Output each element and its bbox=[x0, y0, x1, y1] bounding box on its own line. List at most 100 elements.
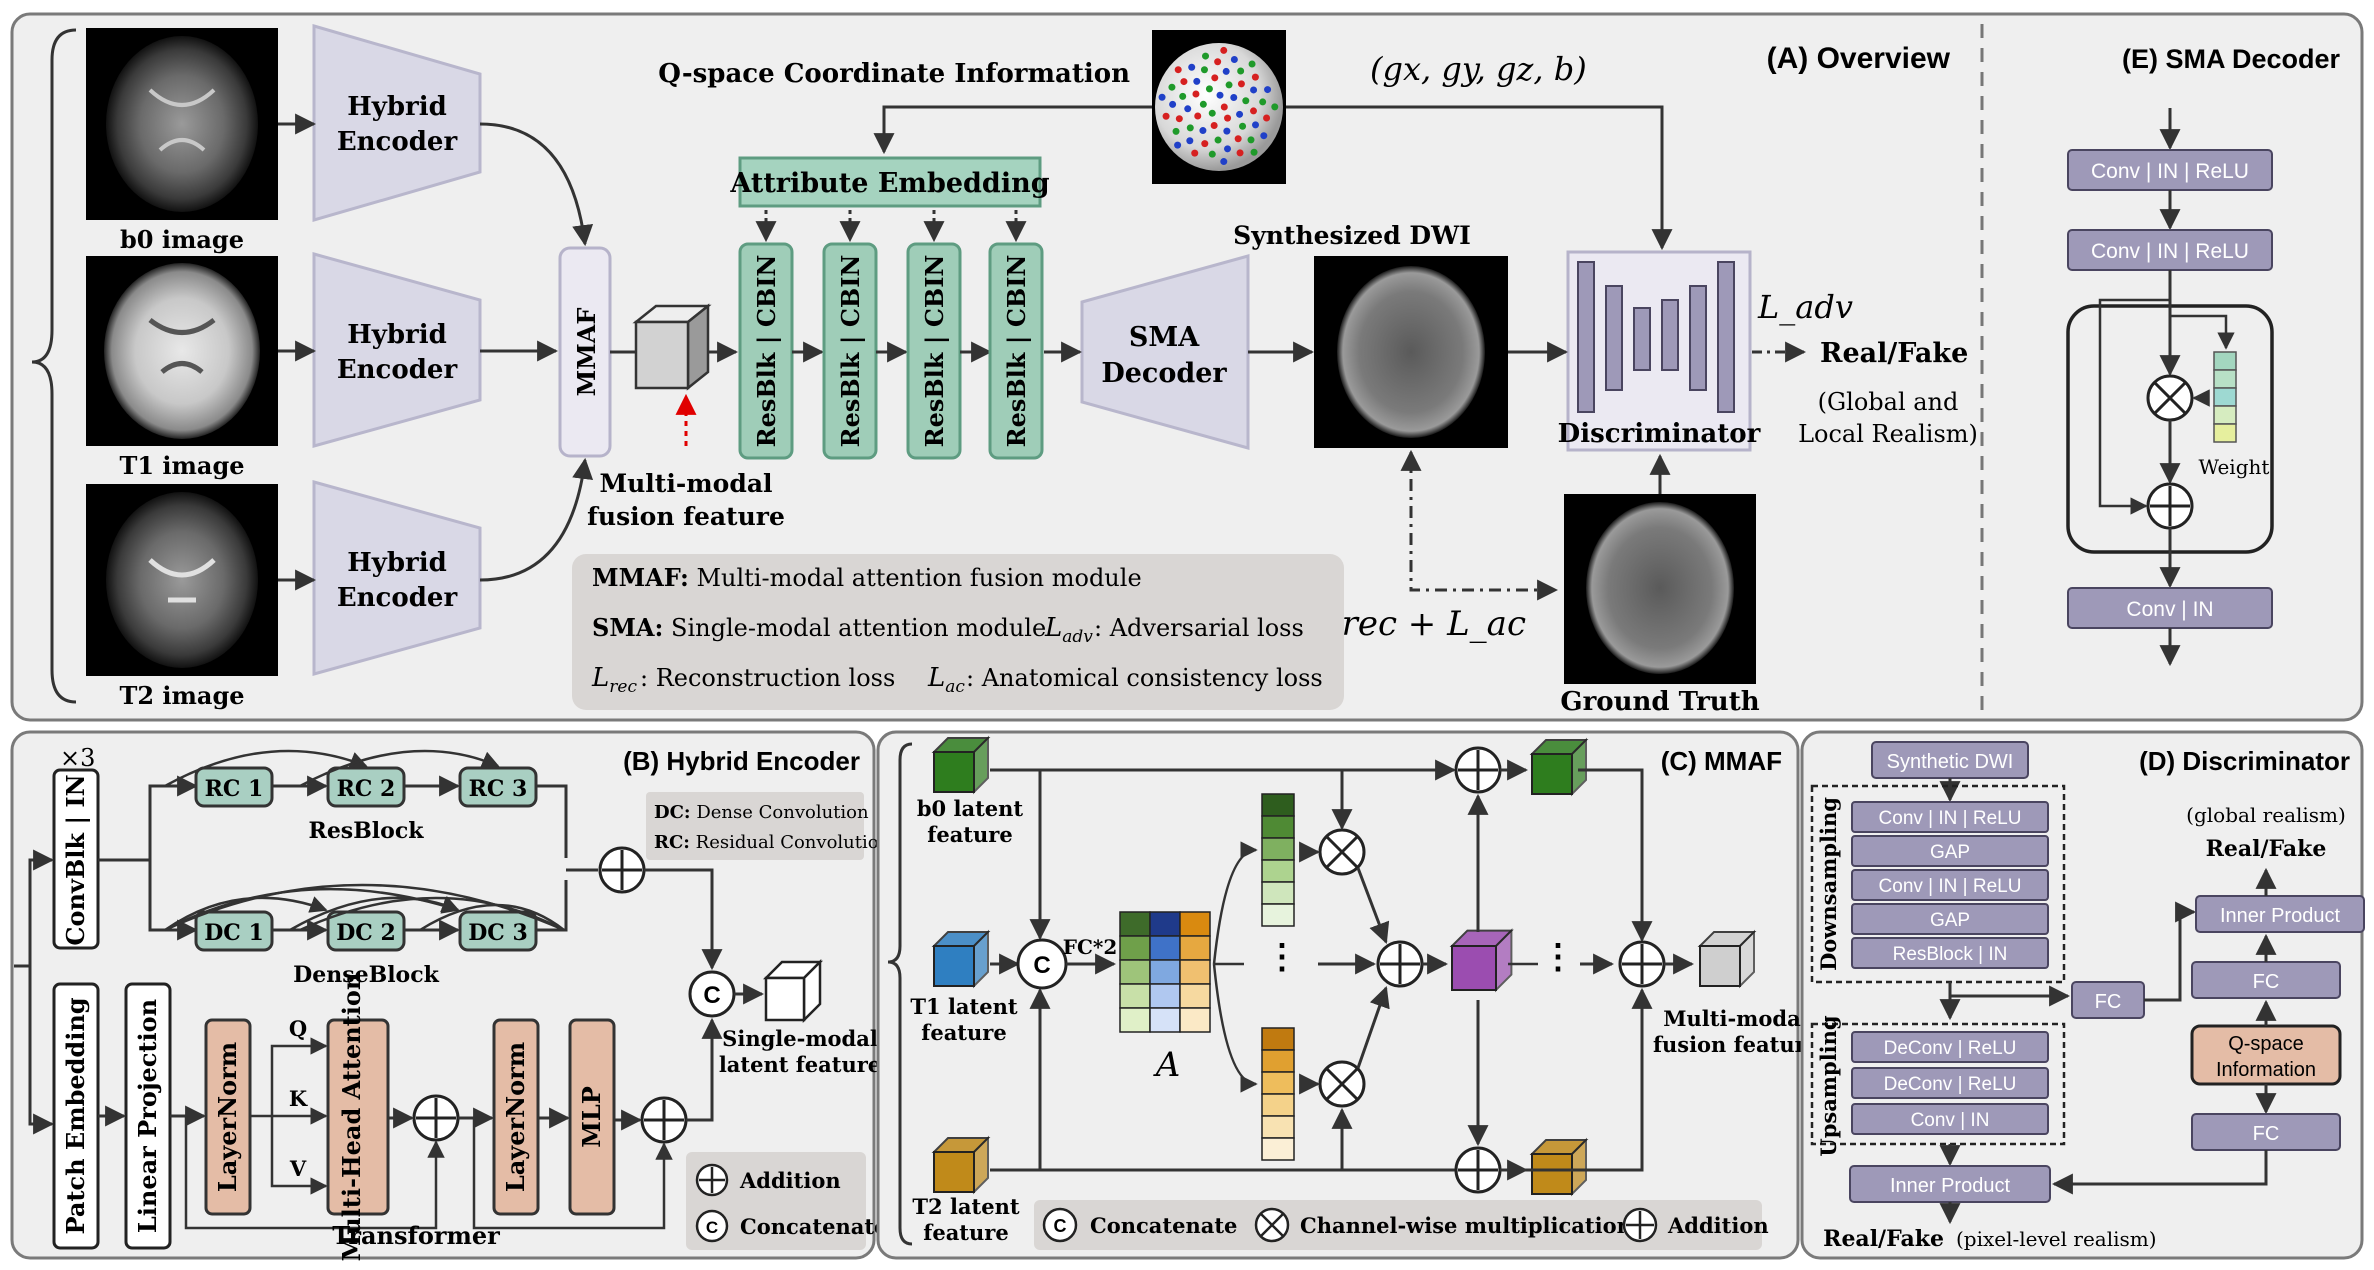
qspace-dot bbox=[1175, 115, 1183, 123]
attention-matrix-symbol: A bbox=[1153, 1045, 1181, 1085]
svg-text:DeConv | ReLU: DeConv | ReLU bbox=[1884, 1038, 2017, 1059]
qspace-dot bbox=[1230, 94, 1238, 102]
b-arrow-denseblock bbox=[148, 860, 199, 941]
svg-text:Conv | IN | ReLU: Conv | IN | ReLU bbox=[1879, 876, 2022, 897]
b-legend-addition: Addition bbox=[739, 1168, 841, 1193]
c-legend-addition: Addition bbox=[1667, 1213, 1769, 1238]
c-legend-concatenate: Concatenate bbox=[1090, 1213, 1237, 1238]
qspace-dot bbox=[1271, 103, 1279, 111]
arrow-enc-b0-mmaf bbox=[479, 122, 594, 247]
svg-text:RC 1: RC 1 bbox=[205, 776, 264, 802]
qspace-dot bbox=[1186, 137, 1194, 145]
c-concat-op: C bbox=[1016, 938, 1068, 990]
qspace-dot bbox=[1251, 73, 1259, 81]
svg-text:FC: FC bbox=[2253, 971, 2280, 993]
gold-weight-cell bbox=[1261, 1071, 1295, 1095]
discriminator-label: Discriminator bbox=[1558, 419, 1761, 449]
svg-text:C: C bbox=[1054, 1216, 1067, 1236]
sma-decoder-block: SMA Decoder bbox=[1080, 254, 1250, 450]
svg-text:Inner Product: Inner Product bbox=[1890, 1175, 2011, 1197]
d-down-block-1: Conv | IN | ReLU bbox=[1851, 801, 2049, 833]
synth-dwi-label: Synthesized DWI bbox=[1233, 221, 1471, 250]
sma-weight-bar bbox=[2213, 351, 2237, 443]
resblk-cbin-4: ResBlk | CBIN bbox=[988, 210, 1044, 460]
b0-latent-cube bbox=[931, 735, 991, 795]
input-brace bbox=[31, 28, 77, 704]
mmaf-panel bbox=[876, 730, 1800, 1260]
t1-image-label: T1 image bbox=[119, 451, 244, 480]
svg-text:DC 3: DC 3 bbox=[468, 920, 528, 946]
attribute-embedding-label: Attribute Embedding bbox=[729, 168, 1049, 199]
mmaf-title: (C) MMAF bbox=[1661, 746, 1782, 776]
arrow-loss bbox=[1400, 449, 1559, 601]
d-fc-to-inner bbox=[2144, 901, 2197, 1002]
t2-image-label: T2 image bbox=[119, 681, 244, 710]
v-arrow bbox=[270, 1116, 328, 1195]
qspace-dot bbox=[1249, 107, 1257, 115]
single-modal-label-1: Single-modal bbox=[722, 1026, 878, 1051]
qspace-dot bbox=[1239, 122, 1247, 130]
t1-latent-cube bbox=[931, 929, 991, 989]
fusion-label-1: Multi-modal bbox=[599, 469, 772, 498]
svg-text:ResBlk | CBIN: ResBlk | CBIN bbox=[836, 255, 865, 448]
t1-latent-label-2: feature bbox=[921, 1020, 1006, 1045]
d-global-realism: (global realism) bbox=[2186, 803, 2346, 827]
rc-skip-2 bbox=[299, 749, 500, 788]
t2-latent-label-1: T2 latent bbox=[912, 1194, 1019, 1219]
d-down-block-5: ResBlock | IN bbox=[1851, 937, 2049, 969]
single-modal-label-2: latent feature bbox=[719, 1052, 881, 1077]
b0-image-label: b0 image bbox=[120, 225, 244, 254]
c-mult-op-top bbox=[1318, 828, 1366, 876]
qspace-dot bbox=[1162, 112, 1170, 120]
qspace-sphere bbox=[1152, 30, 1286, 184]
d-up-block-1: DeConv | ReLU bbox=[1851, 1031, 2049, 1063]
t1-latent-label-1: T1 latent bbox=[910, 994, 1017, 1019]
gold-weight-cell bbox=[1261, 1093, 1295, 1117]
c-output-label-2: fusion feature bbox=[1653, 1032, 1819, 1057]
green-weight-cell bbox=[1261, 903, 1295, 927]
green-weight-cell bbox=[1261, 859, 1295, 883]
arrow-enc-t2-mmaf bbox=[479, 457, 594, 582]
mlp-label: MLP bbox=[577, 1086, 606, 1148]
mmaf-label: MMAF bbox=[572, 308, 601, 397]
svg-text:Hybrid: Hybrid bbox=[347, 92, 447, 122]
qspace-dot bbox=[1220, 103, 1228, 111]
qspace-dot bbox=[1168, 83, 1176, 91]
downsampling-group bbox=[1810, 784, 2066, 984]
sma-skip-arrow bbox=[2098, 298, 2170, 515]
transformer-skip-1 bbox=[184, 1116, 445, 1230]
b-arrow-resblock bbox=[98, 775, 199, 862]
svg-text:Conv | IN | ReLU: Conv | IN | ReLU bbox=[1879, 808, 2022, 829]
svg-text:Decoder: Decoder bbox=[1101, 358, 1227, 389]
legend-adv-desc: : Adversarial loss bbox=[1094, 614, 1304, 642]
c-legend-mult-icon bbox=[1254, 1207, 1290, 1243]
transformer-skip-2 bbox=[472, 1118, 673, 1230]
hybrid-encoder-t1: Hybrid Encoder bbox=[312, 252, 482, 448]
svg-text:Encoder: Encoder bbox=[337, 355, 458, 385]
resblk-cbin-1: ResBlk | CBIN bbox=[738, 210, 825, 460]
qspace-dot bbox=[1174, 66, 1182, 74]
svg-text:GAP: GAP bbox=[1930, 910, 1970, 931]
hybrid-encoder-b0: Hybrid Encoder bbox=[312, 24, 482, 222]
fusion-label-2: fusion feature bbox=[587, 502, 785, 531]
realism-line-1: (Global and bbox=[1818, 388, 1959, 416]
c-mult-op-bottom bbox=[1318, 1060, 1366, 1108]
legend-addition-icon bbox=[695, 1163, 729, 1197]
qspace-dot bbox=[1264, 86, 1272, 94]
green-weight-cell bbox=[1261, 881, 1295, 905]
qspace-dot bbox=[1252, 121, 1260, 129]
green-weight-cell bbox=[1261, 815, 1295, 839]
qspace-dot bbox=[1199, 100, 1207, 108]
qspace-dot bbox=[1237, 67, 1245, 75]
gold-weight-cell bbox=[1261, 1049, 1295, 1073]
d-real-fake-top: Real/Fake bbox=[2206, 836, 2327, 862]
gold-weight-cell bbox=[1261, 1027, 1295, 1051]
dc-skip-3 bbox=[289, 895, 460, 932]
l-adv-label: L_adv bbox=[1757, 288, 1853, 326]
qspace-dot bbox=[1250, 86, 1258, 94]
rc3-out bbox=[536, 784, 568, 858]
mha-label: Multi-Head Attention bbox=[337, 973, 366, 1262]
qspace-dot bbox=[1248, 60, 1256, 68]
d-down-block-2: GAP bbox=[1851, 835, 2049, 867]
qspace-dot bbox=[1260, 132, 1268, 140]
